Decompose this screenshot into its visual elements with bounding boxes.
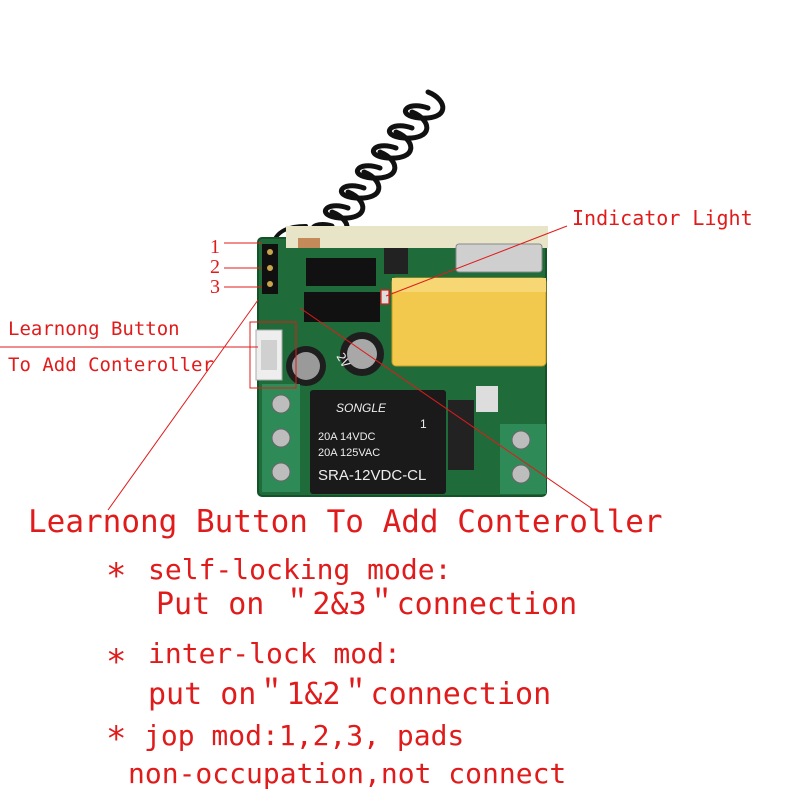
learning-button-label-line2: To Add Conteroller xyxy=(8,354,214,376)
indicator-led xyxy=(380,289,390,305)
mode-self-locking-title: self-locking mode: xyxy=(148,553,452,586)
relay-brand: SONGLE xyxy=(336,401,387,415)
relay-rating-2: 20A 125VAC xyxy=(318,447,380,459)
pin-2-label: 2 xyxy=(210,256,220,278)
spring-antenna xyxy=(270,89,446,248)
asterisk-icon: * xyxy=(106,719,127,759)
relay-rating-1: 20A 14VDC xyxy=(318,431,376,443)
capacitor-label: 2V xyxy=(333,351,352,371)
mode-jog-detail: non-occupation,not connect xyxy=(128,757,567,790)
relay-mark: 1 xyxy=(420,417,427,431)
annotation-lines xyxy=(0,225,595,511)
mode-self-locking-detail: Put on ＂2&3＂connection xyxy=(156,587,578,622)
learning-button-caption: Learnong Button To Add Conteroller xyxy=(28,504,663,540)
relay-model: SRA-12VDC-CL xyxy=(318,467,426,484)
chip xyxy=(384,248,408,274)
pin-3-label: 3 xyxy=(210,276,220,298)
asterisk-icon: * xyxy=(106,556,127,596)
rf-module xyxy=(286,226,548,248)
asterisk-icon: * xyxy=(106,642,127,682)
indicator-light-label: Indicator Light xyxy=(572,206,753,230)
chip xyxy=(306,258,376,286)
pin-1-label: 1 xyxy=(210,236,220,258)
chip xyxy=(304,292,380,322)
relay xyxy=(310,390,446,494)
learning-button-label-line1: Learnong Button xyxy=(8,318,180,340)
mode-inter-lock-detail: put on＂1&2＂connection xyxy=(148,677,552,712)
mode-inter-lock-title: inter-lock mod: xyxy=(148,637,401,670)
mode-jog-title: jop mod:1,2,3, pads xyxy=(144,719,465,752)
